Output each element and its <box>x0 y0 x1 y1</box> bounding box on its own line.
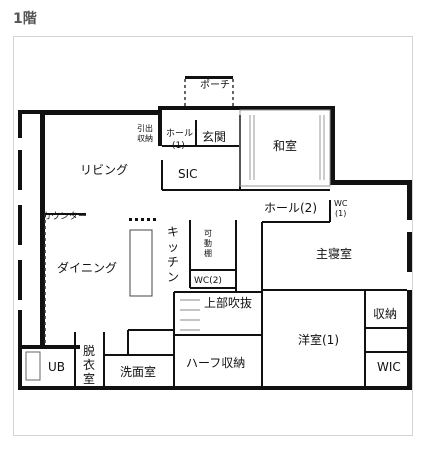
label-shelf-3: 棚 <box>204 248 212 258</box>
label-hall1-1: ホール <box>166 128 193 139</box>
label-wc1-1: WC <box>334 199 348 208</box>
label-kitchen-4: ン <box>167 270 179 284</box>
label-wc1-2: (1) <box>335 209 346 218</box>
counter-dots <box>129 218 156 221</box>
label-hall2: ホール(2) <box>264 201 317 215</box>
label-wc2: WC(2) <box>194 276 222 286</box>
kitchen-counter <box>129 229 153 297</box>
label-kitchen-3: チ <box>167 255 179 269</box>
exterior-walls <box>18 76 412 390</box>
label-dressing-2: 衣 <box>83 357 95 372</box>
label-storage-small-2: 収納 <box>137 133 153 143</box>
interior-walls <box>45 115 407 388</box>
label-kitchen-1: キ <box>167 225 179 239</box>
plan-frame <box>13 36 413 436</box>
label-stairwell: 上部吹抜 <box>204 295 252 310</box>
label-sic: SIC <box>178 167 198 181</box>
label-closet: 収納 <box>373 307 397 321</box>
floor-heading: 1階 <box>13 11 37 27</box>
dash-lines <box>44 79 234 346</box>
washitsu-tatami <box>239 109 331 187</box>
label-storage-small-1: 引出 <box>137 123 153 133</box>
label-youshitsu1: 洋室(1) <box>298 332 339 347</box>
label-dining: ダイニング <box>57 260 117 275</box>
label-living: リビング <box>80 163 128 177</box>
label-washitsu: 和室 <box>273 138 297 153</box>
label-washroom: 洗面室 <box>120 364 156 379</box>
label-counter: カウンター <box>42 211 87 222</box>
label-master-bedroom: 主寝室 <box>316 246 352 261</box>
label-shelf-1: 可 <box>204 229 212 238</box>
label-entrance: 玄関 <box>202 129 226 144</box>
label-kitchen-2: ッ <box>167 240 179 254</box>
label-dressing-1: 脱 <box>83 343 95 358</box>
stairs <box>180 299 200 331</box>
bathtub <box>25 351 41 381</box>
label-ub: UB <box>48 360 65 374</box>
label-porch: ポーチ <box>200 79 230 91</box>
label-dressing-3: 室 <box>83 371 95 386</box>
label-wic: WIC <box>377 360 401 374</box>
label-hall1-2: (1) <box>172 141 185 151</box>
label-shelf-2: 動 <box>204 239 212 248</box>
label-half-storage: ハーフ収納 <box>186 356 245 370</box>
